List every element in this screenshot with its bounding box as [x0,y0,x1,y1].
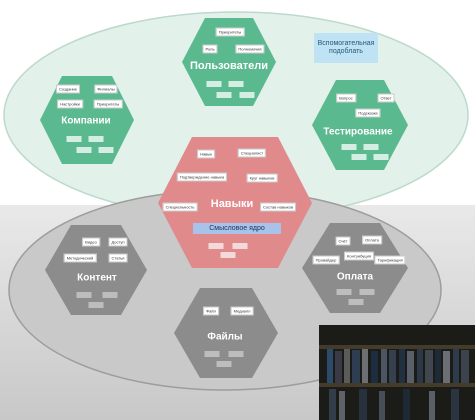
chip: Филиалы [94,84,118,94]
placeholder-bar [204,351,220,357]
book [371,351,378,383]
chip: Методический [63,253,97,263]
hex-users [182,18,276,106]
core-domain-label: Смысловое ядро [193,223,281,234]
book [329,389,336,420]
placeholder-bar [76,147,92,153]
placeholder-bar [102,292,118,298]
hex-files-title: Файлы [207,331,243,343]
placeholder-bar [363,144,379,150]
hex-payment-title: Оплата [336,271,374,283]
book [451,389,459,420]
chip: Круг навыков [246,173,278,183]
placeholder-bar [220,252,236,258]
chip: Файл [203,306,219,316]
placeholder-bar [348,299,364,305]
book [339,391,345,420]
chip: Доступ [108,237,128,247]
placeholder-bar [216,92,232,98]
chip: Полномочия [235,44,265,54]
book [344,349,350,383]
chip: Тарификация [374,255,406,265]
book [453,349,459,383]
chip: Навык [197,149,215,159]
book [362,349,368,383]
book [407,351,414,383]
placeholder-bar [373,154,389,160]
placeholder-bar [232,243,248,249]
book [461,350,469,383]
book [379,391,385,420]
hex-payment [302,223,408,313]
chip: Контрибуция [344,251,374,261]
placeholder-bar [98,147,114,153]
placeholder-bar [76,292,92,298]
hex-testing [312,80,408,170]
book [352,350,360,383]
placeholder-bar [359,289,375,295]
chip: Медиапл [230,306,254,316]
book [381,349,387,383]
chip: Создание [55,84,81,94]
book [359,389,367,420]
chip: Состав навыков [260,202,296,212]
chip: Подсказка [355,108,381,118]
placeholder-bar [228,81,244,87]
book [417,349,423,383]
placeholder-bar [336,289,352,295]
placeholder-bar [228,351,244,357]
chip: Роль [202,44,218,54]
support-subdomain-label: Вспомогательная подоблать [314,33,378,63]
placeholder-bar [88,136,104,142]
hex-content-title: Контент [77,272,117,284]
book [435,349,441,383]
book [403,389,410,420]
hex-testing-title: Тестирование [323,126,393,138]
placeholder-bar [88,302,104,308]
book [399,349,405,383]
hex-skills-title: Навыки [210,198,254,210]
chip: Настройки [57,99,83,109]
chip: Специалист [237,148,267,158]
placeholder-bar [351,154,367,160]
placeholder-bar [341,144,357,150]
chip: Вопрос [336,93,356,103]
book [327,349,333,383]
chip: Приоритеты [93,99,123,109]
chip: Оплата [362,235,382,245]
book [335,351,342,383]
placeholder-bar [206,81,222,87]
placeholder-bar [216,361,232,367]
chip: Специальность [162,202,198,212]
book [425,350,433,383]
hex-content [45,225,147,315]
book [443,351,450,383]
placeholder-bar [208,243,224,249]
hex-skills [158,137,312,268]
hex-companies-title: Компании [61,115,111,127]
chip: Ответ [377,93,395,103]
hex-companies [40,76,134,164]
webcam-video-overlay [319,325,475,420]
chip: Статья [108,253,128,263]
chip: Счёт [335,236,351,246]
hex-users-title: Пользователи [189,60,269,72]
chip: Видео [82,237,100,247]
book [429,391,435,420]
book [389,350,396,383]
bookshelf-board [319,383,475,387]
placeholder-bar [66,136,82,142]
chip: Приоритеты [215,27,245,37]
bookshelf-board [319,345,475,349]
placeholder-bar [239,92,255,98]
chip: Подтверждение навыка [176,172,228,182]
chip: Провайдер [312,255,340,265]
